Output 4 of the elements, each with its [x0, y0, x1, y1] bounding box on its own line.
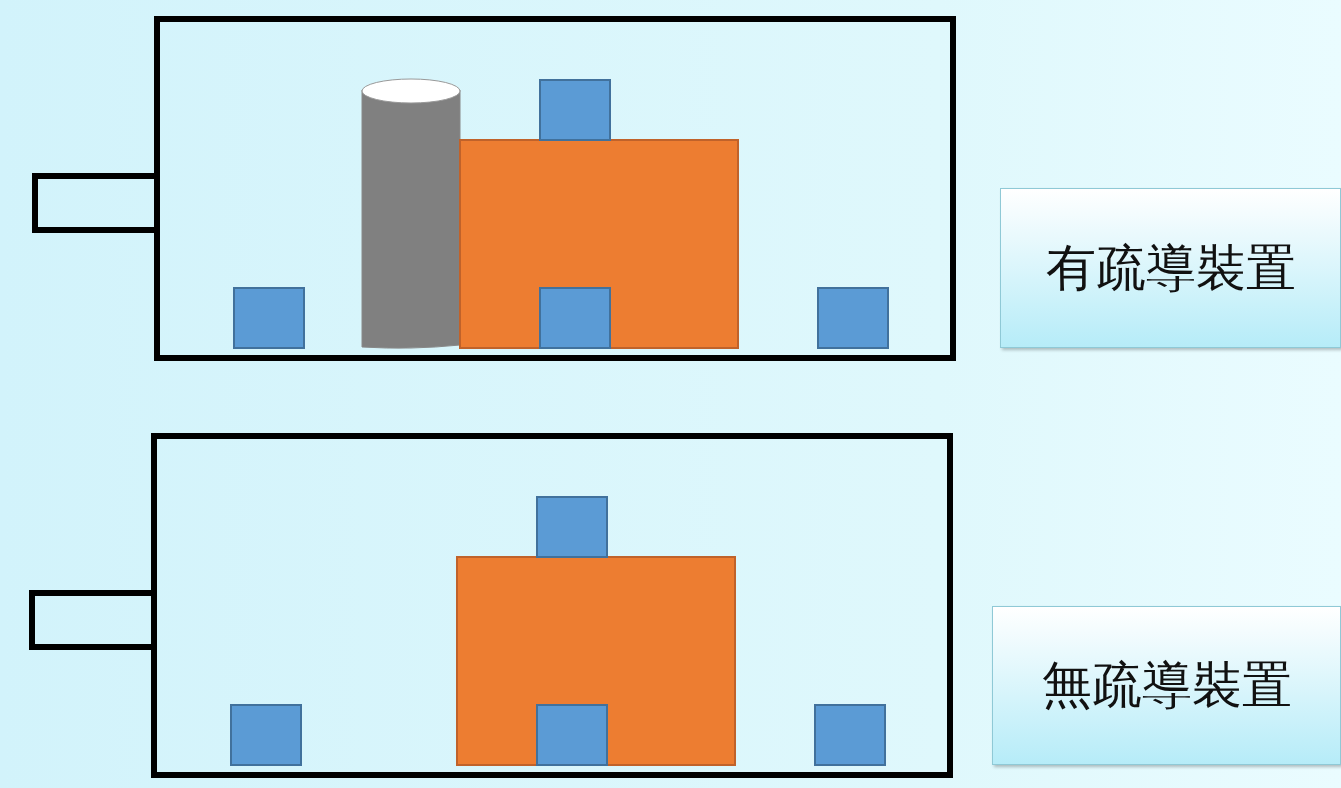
label-text: 有疏導裝置	[1045, 237, 1296, 299]
label-box	[992, 606, 1341, 765]
label-text: 無疏導裝置	[1041, 655, 1292, 716]
label-box	[1000, 188, 1341, 348]
